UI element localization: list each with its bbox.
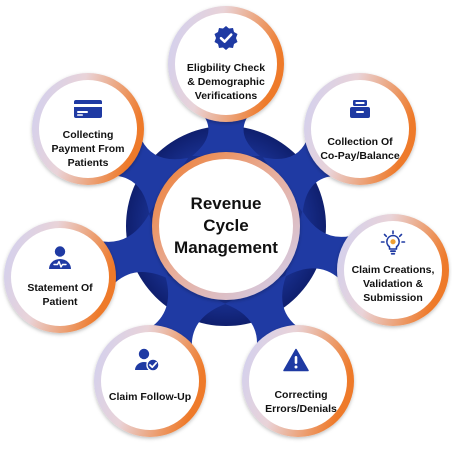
ring-claim-creation-inner — [344, 221, 442, 319]
node-line: Claim Follow-Up — [108, 391, 192, 403]
node-statement-label: Statement Of Patient — [27, 281, 92, 309]
user-check-icon — [135, 348, 160, 372]
ring-claim-creation — [337, 214, 449, 326]
ring-statement — [4, 221, 116, 333]
ring-followup-inner — [101, 332, 199, 430]
ring-collecting — [32, 73, 144, 185]
ring-correcting — [242, 325, 354, 437]
node-line: Verifications — [194, 90, 258, 102]
warning-icon — [283, 348, 309, 372]
node-line: Validation & — [362, 278, 424, 290]
node-followup-label: Claim Follow-Up — [109, 390, 191, 404]
node-collecting-label: Collecting Payment From Patients — [52, 128, 125, 170]
ring-eligibility-inner — [175, 13, 277, 115]
connector-followup — [152, 273, 226, 346]
ring-followup — [94, 325, 206, 437]
center-ring-inner — [159, 159, 293, 293]
patient-monitor-icon — [49, 246, 71, 269]
connector-statement — [101, 214, 170, 284]
node-eligibility-label: Eligbility Check & Demographic Verificat… — [187, 61, 265, 103]
center-title: Revenue Cycle Management — [174, 193, 278, 259]
center-title-line-1: Revenue — [190, 194, 262, 213]
center-ring — [152, 152, 300, 300]
connector-eligibility — [192, 116, 260, 156]
node-line: Payment From — [51, 143, 125, 155]
check-badge-icon — [214, 26, 238, 50]
node-line: Claim Creations, — [351, 264, 435, 276]
lightbulb-gear-icon — [380, 230, 406, 255]
payment-card-icon — [74, 100, 102, 118]
node-line: Correcting — [274, 389, 328, 401]
ring-copay — [304, 73, 416, 185]
node-line: Statement Of — [27, 282, 93, 294]
node-line: & Demographic — [187, 76, 265, 88]
ring-eligibility — [168, 6, 284, 122]
node-correcting-label: Correcting Errors/Denials — [265, 388, 337, 416]
node-line: Eligbility Check — [186, 62, 266, 74]
card-reader-icon — [350, 100, 370, 118]
connector-correcting — [224, 275, 297, 345]
node-claim-creation-label: Claim Creations, Validation & Submission — [352, 263, 435, 305]
node-line: Errors/Denials — [265, 403, 337, 415]
ring-correcting-inner — [249, 332, 347, 430]
node-line: Collection Of — [327, 136, 393, 148]
node-rings — [4, 6, 449, 437]
node-line: Patients — [67, 157, 109, 169]
node-line: Co-Pay/Balance — [320, 150, 400, 162]
node-line: Submission — [363, 292, 423, 304]
center-title-line-2: Cycle — [203, 216, 249, 235]
connector-claim-creation — [285, 210, 351, 279]
node-copay-label: Collection Of Co-Pay/Balance — [320, 135, 399, 163]
ring-copay-inner — [311, 80, 409, 178]
ring-collecting-inner — [39, 80, 137, 178]
ring-statement-inner — [11, 228, 109, 326]
node-line: Patient — [42, 296, 78, 308]
node-line: Collecting — [62, 129, 114, 141]
center-title-line-3: Management — [174, 238, 278, 257]
